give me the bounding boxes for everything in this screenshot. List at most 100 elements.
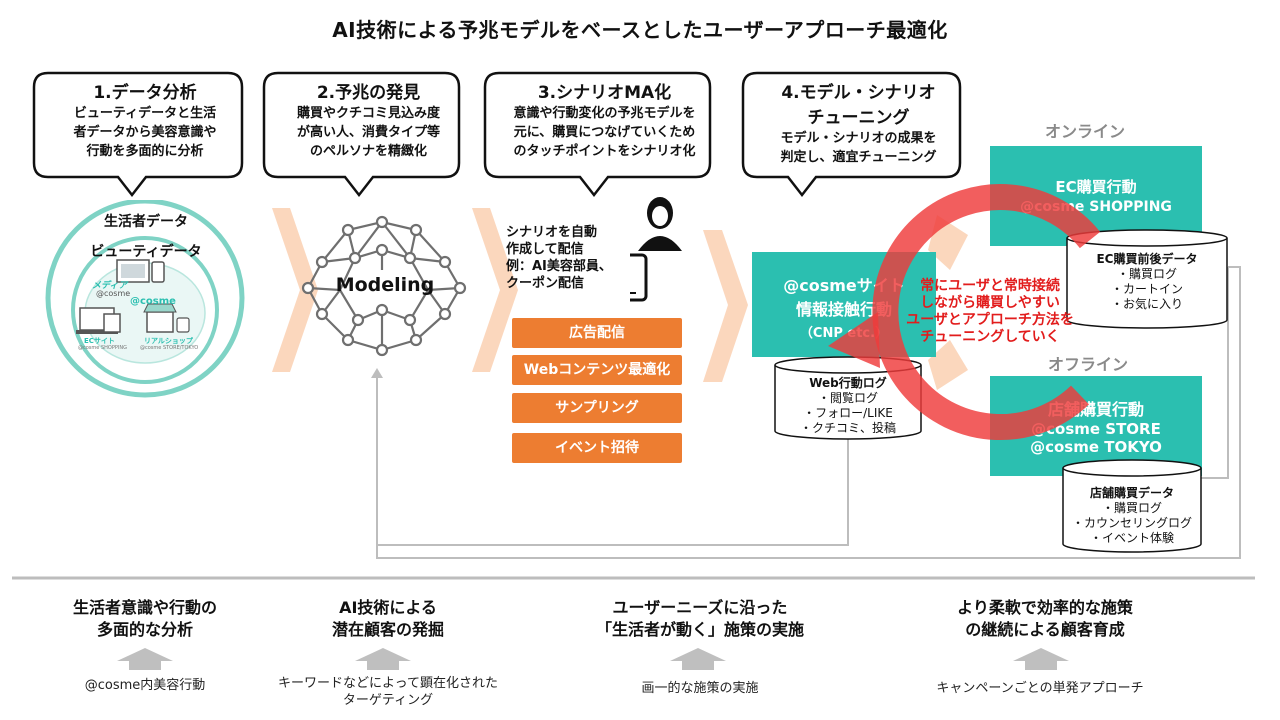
- scenario-text-line: クーポン配信: [506, 276, 585, 291]
- store-db-top: [1062, 459, 1202, 477]
- outcome-2-before-line: キーワードなどによって顕在化された: [278, 676, 498, 691]
- center-message-line: 常にユーザと常時接続: [920, 278, 1060, 294]
- online-label: オンライン: [1045, 122, 1126, 141]
- up-arrow-2: [355, 648, 411, 670]
- cycle-arc: [872, 184, 1101, 441]
- real-shop-label: リアルショップ: [144, 337, 193, 345]
- store-db-body: [1062, 468, 1202, 553]
- ec-db-title: EC購買前後データ: [1096, 252, 1198, 266]
- outcome-2-heading: AI技術による 潜在顧客の発掘: [283, 597, 493, 641]
- step-2-bubble: 2.予兆の発見 購買やクチコミ見込み度 が高い人、消費タイプ等 のペルソナを精緻…: [266, 78, 471, 160]
- modeling-label: Modeling: [335, 274, 435, 296]
- web-db-item: ・クチコミ、投稿: [799, 421, 896, 435]
- step-4-desc-line: モデル・シナリオの成果を: [780, 131, 937, 146]
- step-1-bubble: 1.データ分析 ビューティデータと生活 者データから美容意識や 行動を多面的に分…: [36, 78, 254, 160]
- step-3-desc-line: 意識や行動変化の予兆モデルを: [513, 106, 696, 121]
- step-4-heading-2: チューニング: [807, 108, 910, 128]
- network-nodes: [301, 215, 467, 357]
- ec-site-sub-label: @cosme SHOPPING: [78, 345, 127, 351]
- ec-db-text: EC購買前後データ ・購買ログ ・カートイン ・お気に入り: [1067, 252, 1227, 312]
- feedback-line-outer: [376, 266, 1241, 559]
- offline-label: オフライン: [1048, 355, 1129, 374]
- outcome-3-heading: ユーザーニーズに沿った 「生活者が動く」施策の実施: [570, 597, 830, 641]
- web-db-body: [774, 365, 922, 440]
- outcome-2-before-line: ターゲティング: [342, 693, 434, 708]
- store-db-item: ・購買ログ: [1101, 501, 1162, 515]
- outcome-4-before-line: キャンペーンごとの単発アプローチ: [936, 681, 1144, 696]
- up-arrow-3: [670, 648, 726, 670]
- center-message-line: チューニングしていく: [920, 329, 1060, 345]
- bubble-2-shape: [262, 71, 461, 198]
- outcome-4-before: キャンペーンごとの単発アプローチ: [910, 680, 1170, 697]
- outcome-3-heading-line: 「生活者が動く」施策の実施: [595, 620, 804, 639]
- data-circle-graphic: [45, 200, 245, 398]
- monitor-screen: [121, 264, 145, 278]
- cycle-arrowhead: [828, 312, 880, 368]
- web-content-button: Webコンテンツ最適化: [512, 355, 682, 385]
- laptop-base: [76, 330, 118, 334]
- bubble-4-shape: [741, 71, 962, 198]
- shopping-bag-icon: [176, 317, 190, 333]
- center-message: 常にユーザと常時接続 しながら購買しやすい ユーザとアプローチ方法を チューニン…: [895, 278, 1085, 346]
- center-message-line: ユーザとアプローチ方法を: [906, 312, 1074, 328]
- store-db-title: 店舗購買データ: [1089, 486, 1174, 500]
- cosme-label-small: @cosme: [96, 289, 131, 298]
- ec-site-label: ECサイト: [84, 337, 115, 345]
- bubble-1-shape: [32, 71, 244, 198]
- page-title: AI技術による予兆モデルをベースとしたユーザーアプローチ最適化: [332, 18, 948, 42]
- step-3-heading: 3.シナリオMA化: [537, 83, 672, 103]
- step-3-desc-line: のタッチポイントをシナリオ化: [513, 144, 696, 159]
- web-db-text: Web行動ログ ・閲覧ログ ・フォロー/LIKE ・クチコミ、投稿: [775, 376, 921, 436]
- step-2-heading: 2.予兆の発見: [316, 83, 421, 103]
- feedback-arrowhead: [371, 368, 383, 378]
- outcome-3-before: 画一的な施策の実施: [595, 680, 805, 697]
- ec-db-item: ・カートイン: [1110, 282, 1183, 296]
- scenario-text-line: 例：AI美容部員、: [506, 259, 612, 274]
- store-box-sub-1: @cosme STORE: [1031, 420, 1161, 438]
- outcome-2-before: キーワードなどによって顕在化された ターゲティング: [248, 675, 528, 709]
- outcome-4-heading-line: より柔軟で効率的な施策: [957, 598, 1133, 617]
- site-box-title-2: 情報接触行動: [795, 300, 892, 319]
- outcome-1-heading: 生活者意識や行動の 多面的な分析: [40, 597, 250, 641]
- step-1-desc-line: ビューティデータと生活: [73, 106, 217, 121]
- step-4-heading: 4.モデル・シナリオ: [781, 83, 936, 103]
- step-4-desc-line: 判定し、適宜チューニング: [780, 150, 937, 165]
- outcome-1-before-line: @cosme内美容行動: [84, 678, 206, 693]
- step-4-bubble: 4.モデル・シナリオ チューニング モデル・シナリオの成果を 判定し、適宜チュー…: [745, 78, 972, 166]
- store-db-text: 店舗購買データ ・購買ログ ・カウンセリングログ ・イベント体験: [1063, 486, 1201, 546]
- beauty-data-label: ビューティデータ: [90, 244, 202, 260]
- feedback-line-store: [1200, 267, 1229, 479]
- modeling-network-graphic: [301, 215, 467, 357]
- web-db-item: ・フォロー/LIKE: [803, 406, 893, 420]
- feedback-line-inner: [377, 438, 849, 546]
- ec-db-body: [1066, 238, 1228, 329]
- step-3-desc-line: 元に、購買につなげていくため: [513, 125, 696, 140]
- tablet-icon: [103, 313, 121, 333]
- web-db-title: Web行動ログ: [809, 376, 887, 390]
- sampling-button: サンプリング: [512, 393, 682, 423]
- up-arrow-4: [1013, 648, 1069, 670]
- smartphone-icon: [630, 253, 648, 302]
- chevron-2: [472, 208, 518, 372]
- ec-db-item: ・お気に入り: [1110, 297, 1183, 311]
- step-2-desc-line: のペルソナを精緻化: [309, 144, 427, 159]
- phone-icon: [151, 261, 165, 283]
- step-2-desc-line: が高い人、消費タイプ等: [296, 125, 440, 140]
- shop-awning: [143, 303, 177, 313]
- outcome-1-before: @cosme内美容行動: [40, 677, 250, 694]
- ec-purchase-title: EC購買行動: [1055, 178, 1137, 196]
- ad-delivery-button: 広告配信: [512, 318, 682, 348]
- scenario-text-line: 作成して配信: [506, 242, 584, 257]
- step-1-desc-line: 者データから美容意識や: [73, 125, 217, 140]
- center-message-line: しながら購買しやすい: [920, 295, 1060, 311]
- real-shop-sub-label: @cosme STORE/TOKYO: [140, 345, 199, 351]
- outcome-4-heading: より柔軟で効率的な施策 の継続による顧客育成: [920, 597, 1170, 641]
- store-db-item: ・カウンセリングログ: [1071, 516, 1192, 530]
- outcome-3-heading-line: ユーザーニーズに沿った: [612, 598, 788, 617]
- outcome-1-heading-line: 多面的な分析: [96, 620, 193, 639]
- ec-db-item: ・購買ログ: [1116, 267, 1177, 281]
